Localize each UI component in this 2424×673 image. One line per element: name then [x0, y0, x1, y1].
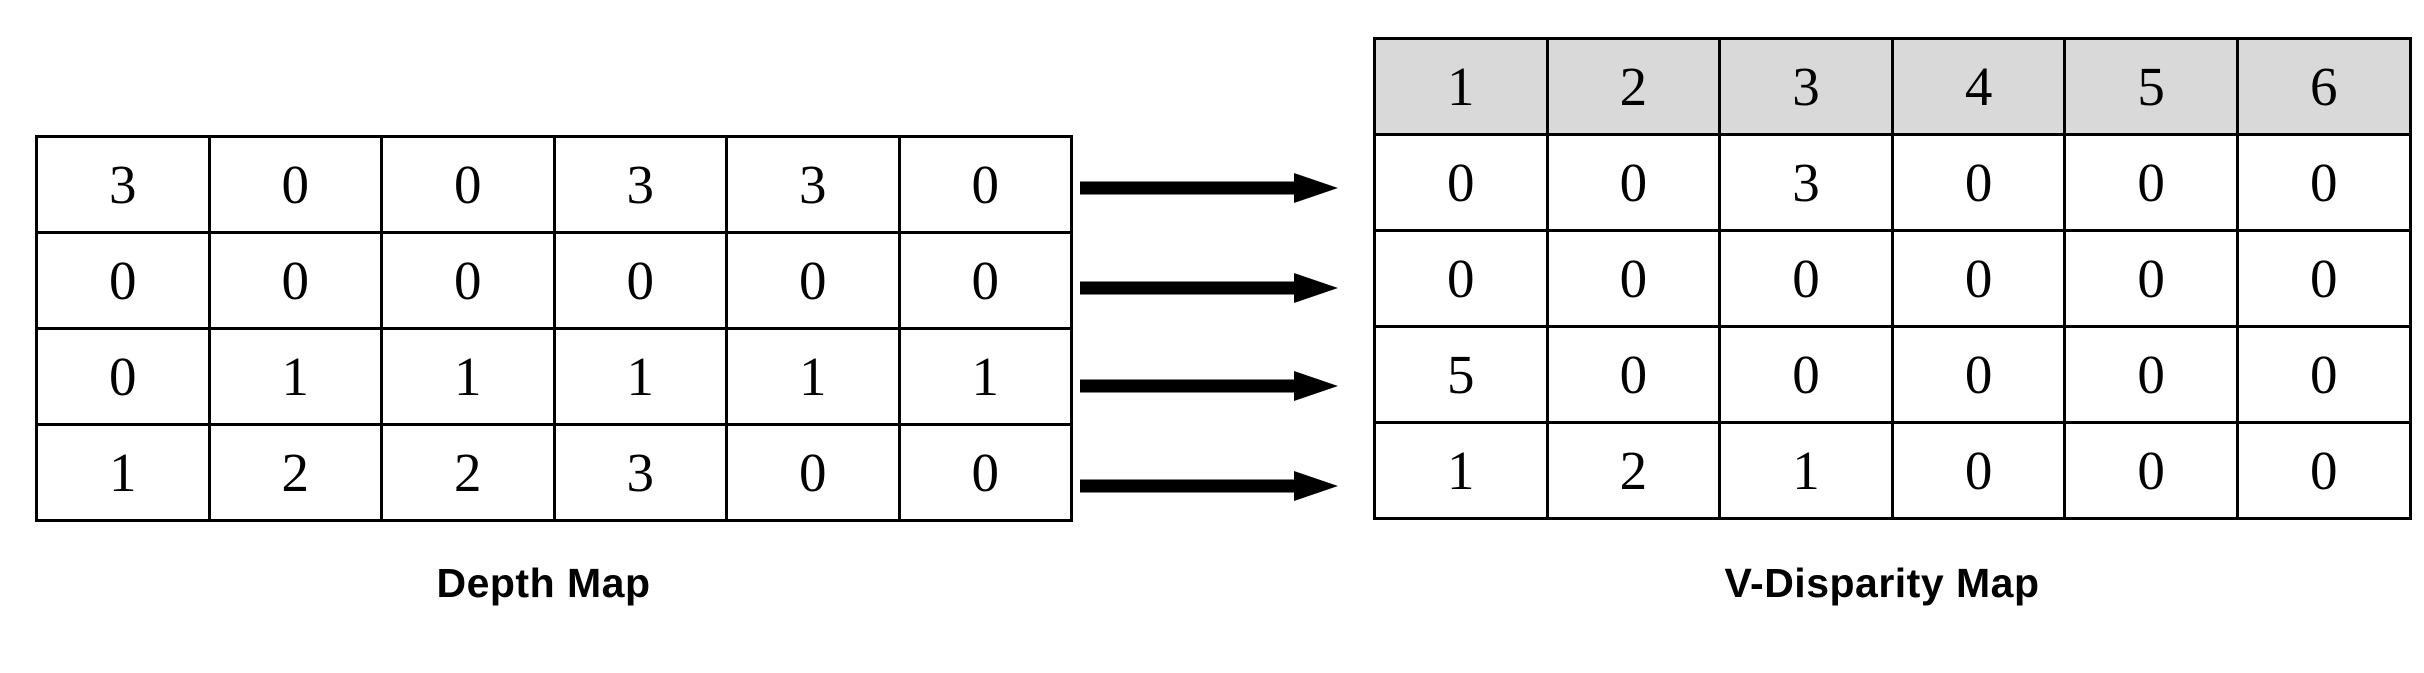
depth-cell-r3c5: 1	[725, 327, 901, 426]
vdisp-cell-r3c5: 0	[2063, 325, 2239, 424]
depth-cell-r3c6: 1	[897, 327, 1073, 426]
depth-cell-r4c1: 1	[35, 423, 211, 522]
table-row: 0 0 0 0 0 0	[35, 231, 1073, 330]
depth-map-caption: Depth Map	[436, 560, 651, 606]
vdisp-cell-r1c4: 0	[1890, 133, 2067, 232]
vdisp-cell-r1c5: 0	[2063, 133, 2239, 232]
depth-cell-r1c5: 3	[725, 135, 901, 234]
depth-cell-r2c2: 0	[207, 231, 383, 330]
table-row: 1 2 2 3 0 0	[35, 423, 1073, 522]
vdisp-header-col-2: 2	[1545, 37, 1722, 136]
vdisp-cell-r1c1: 0	[1373, 133, 1549, 232]
v-disparity-body: 0 0 3 0 0 0 0 0 0 0 0 0 5 0 0 0 0 0	[1373, 133, 2412, 520]
vdisp-header-col-5: 5	[2063, 37, 2239, 136]
vdisp-cell-r2c1: 0	[1373, 229, 1549, 328]
v-disparity-map-caption: V-Disparity Map	[1724, 560, 2040, 606]
v-disparity-map-table: 1 2 3 4 5 6 0 0 3 0 0 0 0 0 0 0 0	[1373, 37, 2412, 520]
flow-arrow-row-2	[1080, 268, 1338, 308]
vdisp-cell-r3c1: 5	[1373, 325, 1549, 424]
vdisp-cell-r1c6: 0	[2235, 133, 2412, 232]
depth-cell-r1c1: 3	[35, 135, 211, 234]
table-row: 3 0 0 3 3 0	[35, 135, 1073, 234]
depth-cell-r1c6: 0	[897, 135, 1073, 234]
vdisp-header-col-6: 6	[2235, 37, 2412, 136]
vdisp-cell-r3c4: 0	[1890, 325, 2067, 424]
table-row: 0 0 3 0 0 0	[1373, 133, 2412, 232]
vdisp-header-col-3: 3	[1718, 37, 1894, 136]
vdisp-cell-r4c4: 0	[1890, 421, 2067, 520]
vdisp-cell-r4c3: 1	[1718, 421, 1894, 520]
vdisp-cell-r4c6: 0	[2235, 421, 2412, 520]
depth-cell-r1c3: 0	[380, 135, 556, 234]
depth-cell-r2c3: 0	[380, 231, 556, 330]
vdisp-header-col-1: 1	[1373, 37, 1549, 136]
table-row: 1 2 1 0 0 0	[1373, 421, 2412, 520]
depth-map-panel: 3 0 0 3 3 0 0 0 0 0 0 0 0 1 1 1 1 1	[35, 135, 1073, 522]
depth-cell-r2c5: 0	[725, 231, 901, 330]
flow-arrow-row-4	[1080, 466, 1338, 506]
flow-arrow-row-1	[1080, 168, 1338, 208]
vdisp-cell-r3c6: 0	[2235, 325, 2412, 424]
vdisp-cell-r1c2: 0	[1545, 133, 1722, 232]
vdisp-cell-r2c2: 0	[1545, 229, 1722, 328]
table-header-row: 1 2 3 4 5 6	[1373, 37, 2412, 136]
depth-cell-r4c2: 2	[207, 423, 383, 522]
vdisp-cell-r2c6: 0	[2235, 229, 2412, 328]
table-row: 0 1 1 1 1 1	[35, 327, 1073, 426]
depth-map-table: 3 0 0 3 3 0 0 0 0 0 0 0 0 1 1 1 1 1	[35, 135, 1073, 522]
vdisp-cell-r4c5: 0	[2063, 421, 2239, 520]
depth-cell-r3c3: 1	[380, 327, 556, 426]
depth-cell-r3c2: 1	[207, 327, 383, 426]
depth-cell-r4c5: 0	[725, 423, 901, 522]
flow-arrow-row-3	[1080, 366, 1338, 406]
arrow-group	[1080, 90, 1345, 510]
depth-cell-r4c4: 3	[552, 423, 728, 522]
depth-cell-r2c6: 0	[897, 231, 1073, 330]
depth-cell-r4c3: 2	[380, 423, 556, 522]
vdisp-cell-r3c3: 0	[1718, 325, 1894, 424]
vdisp-cell-r2c4: 0	[1890, 229, 2067, 328]
v-disparity-header-row: 1 2 3 4 5 6	[1373, 37, 2412, 136]
depth-cell-r3c1: 0	[35, 327, 211, 426]
table-row: 0 0 0 0 0 0	[1373, 229, 2412, 328]
depth-cell-r4c6: 0	[897, 423, 1073, 522]
vdisp-cell-r1c3: 3	[1718, 133, 1894, 232]
vdisp-cell-r3c2: 0	[1545, 325, 1722, 424]
depth-map-body: 3 0 0 3 3 0 0 0 0 0 0 0 0 1 1 1 1 1	[35, 135, 1073, 522]
depth-cell-r3c4: 1	[552, 327, 728, 426]
vdisp-cell-r4c2: 2	[1545, 421, 1722, 520]
vdisp-cell-r4c1: 1	[1373, 421, 1549, 520]
depth-cell-r2c1: 0	[35, 231, 211, 330]
v-disparity-map-panel: 1 2 3 4 5 6 0 0 3 0 0 0 0 0 0 0 0	[1373, 37, 2412, 520]
depth-cell-r1c4: 3	[552, 135, 728, 234]
vdisp-cell-r2c5: 0	[2063, 229, 2239, 328]
vdisp-header-col-4: 4	[1890, 37, 2067, 136]
depth-cell-r2c4: 0	[552, 231, 728, 330]
depth-cell-r1c2: 0	[207, 135, 383, 234]
table-row: 5 0 0 0 0 0	[1373, 325, 2412, 424]
vdisp-cell-r2c3: 0	[1718, 229, 1894, 328]
